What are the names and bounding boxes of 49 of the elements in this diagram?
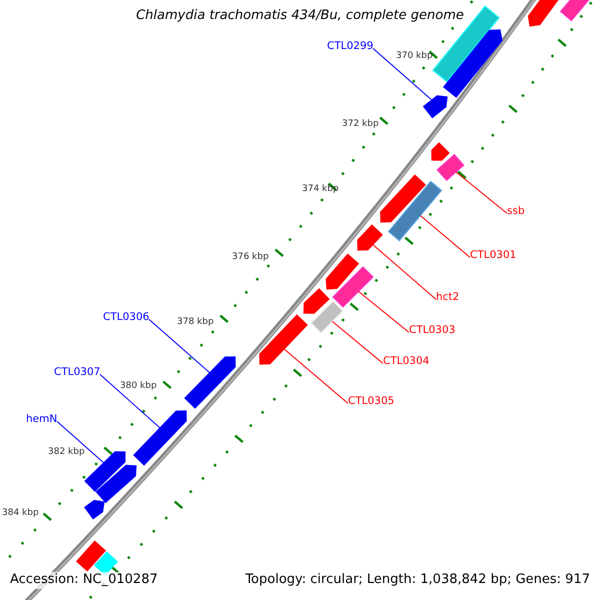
gene-label: CTL0304: [383, 355, 430, 368]
gene-block: [96, 464, 137, 504]
scale-label: 382 kbp: [48, 447, 85, 458]
gene-block: [84, 451, 126, 492]
gene-label: CTL0306: [103, 311, 150, 324]
gene-block: [528, 0, 562, 27]
scale-label: 376 kbp: [232, 252, 269, 262]
scale-label: 384 kbp: [2, 508, 39, 518]
gene-block: [431, 142, 450, 161]
gene-label: CTL0303: [409, 324, 456, 336]
gene-label: ssb: [507, 205, 525, 218]
scale-label: 380 kbp: [120, 381, 157, 392]
leader-line: [372, 244, 436, 300]
gene-block: [259, 314, 308, 365]
gene-block: [184, 356, 236, 409]
gene-block: [310, 300, 344, 334]
leader-line: [100, 374, 161, 428]
gene-block: [84, 500, 105, 520]
gene-block: [326, 254, 360, 290]
gene-label: CTL0305: [348, 395, 394, 408]
leader-line: [284, 348, 348, 404]
leader-line: [420, 214, 470, 258]
leader-line: [148, 318, 210, 374]
leader-line: [455, 171, 508, 214]
gene-block: [436, 154, 464, 182]
scale-label: 378 kbp: [177, 317, 214, 328]
scale-label: 370 kbp: [396, 51, 433, 62]
leader-line: [358, 290, 410, 333]
genome-info-text: Topology: circular; Length: 1,038,842 bp; Genes: 917: [243, 572, 592, 589]
gene-label: CTL0301: [470, 249, 516, 262]
gene-label: CTL0307: [54, 366, 100, 378]
gene-block: [303, 288, 330, 314]
gene-block: [357, 224, 383, 251]
leader-line: [56, 420, 104, 464]
scale-label: 372 kbp: [342, 119, 379, 130]
gene-label: hemN: [26, 413, 58, 426]
accession-text: Accession: NC_010287: [8, 572, 160, 589]
gene-block: [380, 174, 426, 223]
gene-label: CTL0299: [327, 40, 374, 52]
leader-line: [372, 48, 432, 101]
diagram-title: Chlamydia trachomatis 434/Bu, complete genome: [134, 9, 466, 24]
scale-label: 374 kbp: [302, 184, 339, 194]
gene-block: [76, 540, 106, 572]
gene-block: [388, 180, 442, 242]
gene-block: [133, 410, 187, 466]
gene-block: [422, 95, 448, 118]
gene-block: [332, 266, 374, 308]
gene-label: hct2: [436, 291, 460, 304]
gene-block: [442, 29, 502, 98]
